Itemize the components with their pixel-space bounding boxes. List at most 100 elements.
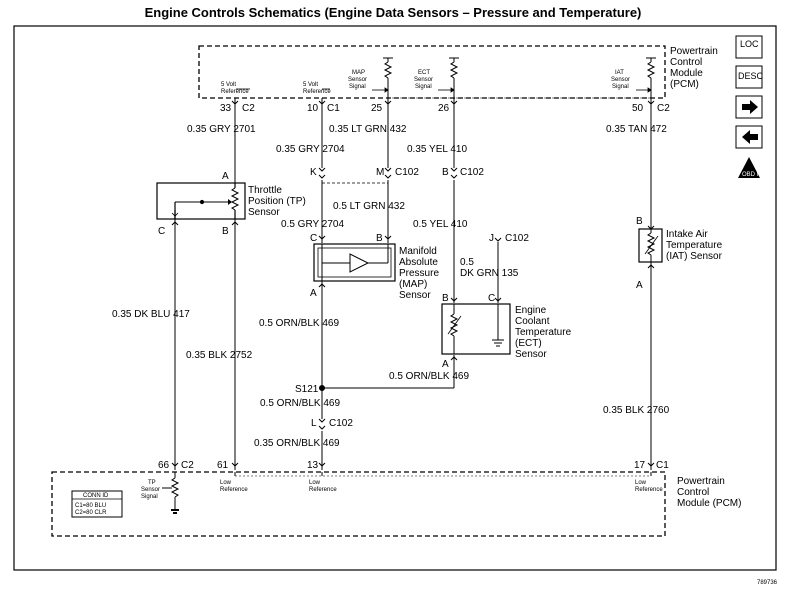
map-sensor-label-1: Manifold: [399, 246, 437, 257]
location-button[interactable]: LOC: [735, 35, 763, 59]
pcm-bottom-label-3: Module (PCM): [677, 498, 741, 509]
ect-signal-label-3: Signal: [415, 84, 432, 90]
conn-b-ect: B: [442, 167, 449, 178]
pin-33-conn: C2: [242, 103, 255, 114]
wire-2704-label: 0.35 GRY 2704: [276, 144, 345, 155]
conn-m: M: [376, 167, 384, 178]
wire-135-label-b: DK GRN 135: [460, 268, 519, 279]
ect-sensor-label-1: Engine: [515, 305, 547, 316]
conn-k: K: [310, 167, 317, 178]
pcm-map-pullup-resistor: [383, 57, 393, 98]
low-ref-2-a: Low: [309, 480, 321, 486]
tp-pin-c: C: [158, 226, 165, 237]
wire-2760-label: 0.35 BLK 2760: [603, 405, 670, 416]
pcm-top-box: [198, 45, 666, 99]
tp-pin-b: B: [222, 226, 229, 237]
tp-sensor: [156, 182, 246, 220]
five-volt-ref-a-2: Reference: [221, 89, 249, 95]
ect-signal-label-2: Sensor: [414, 77, 433, 83]
ect-sensor: [441, 303, 511, 355]
tp-sensor-label-3: Sensor: [248, 207, 280, 218]
conn-id-header: CONN ID: [83, 493, 109, 499]
tp-signal-label-1: TP: [148, 480, 156, 486]
map-signal-label-1: MAP: [352, 70, 365, 76]
next-page-button[interactable]: [735, 95, 763, 119]
pcm-ect-pullup-resistor: [449, 57, 459, 98]
tp-signal-label-3: Signal: [141, 494, 158, 500]
pcm-internal-arrows: [236, 87, 652, 93]
arrow-left-icon: [742, 130, 758, 144]
figure-id: 789736: [757, 580, 778, 586]
ect-pin-c: C: [488, 293, 495, 304]
tp-signal-label-2: Sensor: [141, 487, 160, 493]
low-ref-1-a: Low: [220, 480, 232, 486]
splice-s121-label: S121: [295, 384, 319, 395]
wire-469b-label: 0.5 ORN/BLK 469: [389, 371, 469, 382]
ect-signal-label-1: ECT: [418, 70, 430, 76]
pcm-bottom-internals: [162, 472, 652, 514]
page-title: Engine Controls Schematics (Engine Data …: [144, 5, 642, 20]
conn-l: L: [311, 418, 317, 429]
map-sensor: [313, 243, 396, 282]
iat-sensor-label-3: (IAT) Sensor: [666, 251, 723, 262]
conn-id-c1: C1=80 BLU: [75, 503, 106, 509]
ect-pin-b: B: [442, 293, 449, 304]
conn-id-box: [71, 490, 123, 518]
pin-25: 25: [371, 103, 383, 114]
wire-469a-label: 0.5 ORN/BLK 469: [259, 318, 339, 329]
location-button-label: LOC: [740, 39, 759, 49]
tp-pin-a: A: [222, 171, 229, 182]
pin-17: 17: [634, 460, 646, 471]
pin-66: 66: [158, 460, 170, 471]
map-sensor-label-5: Sensor: [399, 290, 431, 301]
description-button[interactable]: DESC: [735, 65, 764, 89]
splice-s121-dot: [319, 385, 325, 391]
pin-33: 33: [220, 103, 232, 114]
pcm-top-label-2: Control: [670, 57, 702, 68]
pcm-bottom-box: [51, 471, 666, 537]
pcm-top-label-3: Module: [670, 68, 703, 79]
pcm-iat-pullup-resistor: [646, 57, 656, 98]
map-pin-c: C: [310, 233, 317, 244]
wire-410b-label: 0.5 YEL 410: [413, 219, 468, 230]
wire-2752-label: 0.35 BLK 2752: [186, 350, 253, 361]
pcm-top-label-1: Powertrain: [670, 46, 718, 57]
iat-sensor-label-2: Temperature: [666, 240, 723, 251]
pin-66-conn: C2: [181, 460, 194, 471]
five-volt-ref-b-1: 5 Volt: [303, 82, 318, 88]
wire-469d-label: 0.35 ORN/BLK 469: [254, 438, 340, 449]
obd-cell-button[interactable]: OBD II: [738, 157, 760, 178]
pcm-bottom-label-2: Control: [677, 487, 709, 498]
wire-472-label: 0.35 TAN 472: [606, 124, 667, 135]
wire-410-label: 0.35 YEL 410: [407, 144, 467, 155]
connector-chevrons: [171, 167, 655, 467]
wire-432b-label: 0.5 LT GRN 432: [333, 201, 405, 212]
wire-2701-label: 0.35 GRY 2701: [187, 124, 256, 135]
pin-10-conn: C1: [327, 103, 340, 114]
conn-c102-l: C102: [329, 418, 353, 429]
iat-sensor-label-1: Intake Air: [666, 229, 708, 240]
pin-61: 61: [217, 460, 229, 471]
pin-17-conn: C1: [656, 460, 669, 471]
wire-2704b-label: 0.5 GRY 2704: [281, 219, 344, 230]
map-pin-b: B: [376, 233, 383, 244]
pin-26: 26: [438, 103, 450, 114]
previous-page-button[interactable]: [735, 125, 763, 149]
wire-135-label-a: 0.5: [460, 257, 474, 268]
iat-sensor: [638, 228, 663, 263]
tp-sensor-label-1: Throttle: [248, 185, 282, 196]
five-volt-ref-a-1: 5 Volt: [221, 82, 236, 88]
iat-signal-label-3: Signal: [612, 84, 629, 90]
wire-432-label: 0.35 LT GRN 432: [329, 124, 407, 135]
iat-signal-label-1: IAT: [615, 70, 624, 76]
ect-sensor-label-4: (ECT): [515, 338, 542, 349]
conn-id-c2: C2=80 CLR: [75, 510, 107, 516]
map-sensor-label-3: Pressure: [399, 268, 439, 279]
ect-sensor-label-3: Temperature: [515, 327, 572, 338]
ect-pin-a: A: [442, 359, 449, 370]
map-sensor-label-2: Absolute: [399, 257, 438, 268]
pin-50: 50: [632, 103, 644, 114]
diagram-frame: [13, 25, 777, 571]
five-volt-ref-b-2: Reference: [303, 89, 331, 95]
